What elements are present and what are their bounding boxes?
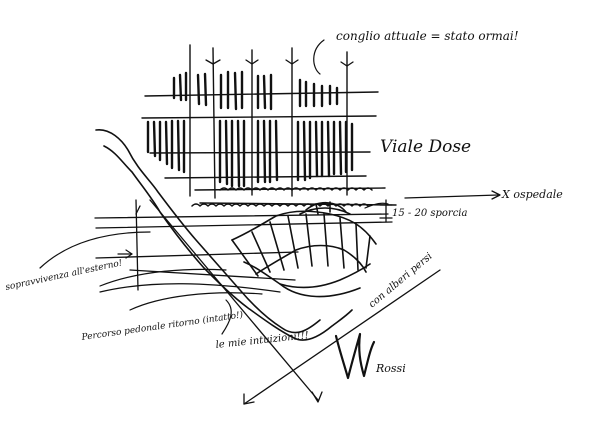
left-note-2: Percorso pedonale ritorno (intatto!) [80, 309, 244, 343]
left-note-1: sopravvivenza all'esterno! [5, 258, 124, 293]
building-label: Viale Dose [380, 137, 471, 157]
street-measure: 15 - 20 sporcia [392, 208, 467, 219]
note-marks [117, 249, 133, 259]
upper-hatching [172, 70, 339, 111]
lower-hatching [146, 119, 354, 188]
signature-mark [334, 332, 376, 380]
right-label: X ospedale [501, 188, 563, 201]
tree-row [191, 187, 397, 207]
amphitheatre [231, 201, 377, 298]
signature: Rossi [375, 362, 406, 375]
grid-ticks [205, 59, 354, 67]
top-right-note: conglio attuale = stato ormai! [336, 29, 519, 43]
diagonal-paths [149, 199, 441, 405]
leader-lines [39, 39, 389, 335]
